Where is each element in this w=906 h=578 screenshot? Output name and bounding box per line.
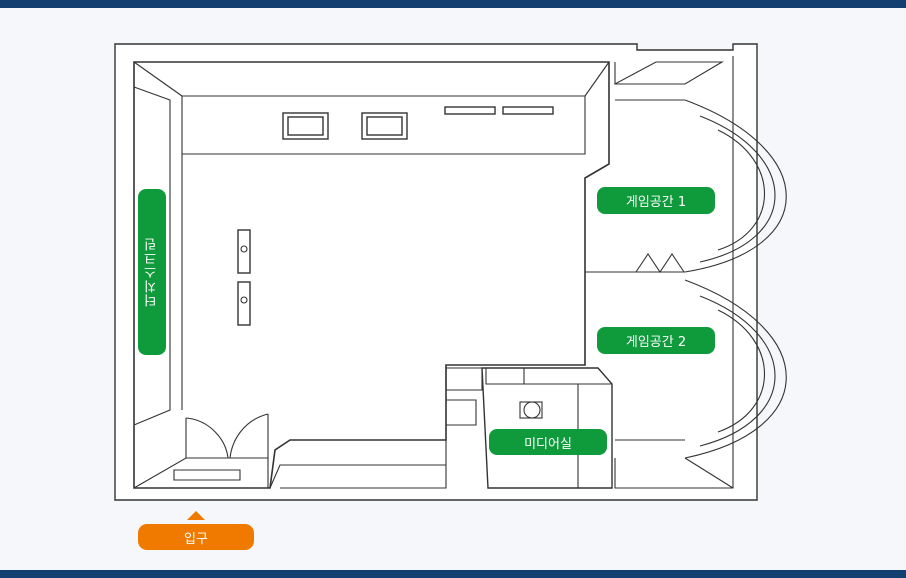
game-bay-1-inner xyxy=(717,129,765,251)
media-room-label: 미디어실 xyxy=(489,429,607,455)
game-bay-1-mid xyxy=(699,115,776,263)
game-area-top xyxy=(614,61,725,85)
game-bay-2-outer xyxy=(684,279,787,459)
game-space-2-label: 게임공간 2 xyxy=(597,327,715,354)
bottom-bar xyxy=(0,570,906,578)
window-1-inner xyxy=(287,116,324,136)
entrance-door-left xyxy=(185,417,229,459)
top-wall-band xyxy=(181,95,586,155)
window-2-inner xyxy=(366,116,403,136)
entrance-floor xyxy=(133,457,269,489)
stage-step xyxy=(269,439,447,489)
game-bay-2-mid xyxy=(699,295,776,447)
game-bay-2-inner xyxy=(717,309,765,433)
vent-2 xyxy=(502,106,554,115)
inner-wall xyxy=(133,61,610,489)
top-wall-diagonal xyxy=(133,61,183,97)
right-outer-wall xyxy=(614,56,734,489)
game-bay-1-outer xyxy=(684,99,787,273)
right-top-diagonal xyxy=(584,61,610,97)
device-2-dot xyxy=(240,296,248,304)
entrance-arrow-icon xyxy=(187,511,205,520)
game-zigzag xyxy=(635,253,685,273)
media-chair-back xyxy=(519,401,543,419)
touch-screen-panel xyxy=(133,86,171,426)
vent-1 xyxy=(444,106,496,115)
game-space-1-label: 게임공간 1 xyxy=(597,187,715,214)
device-1-dot xyxy=(240,245,248,253)
game-bay-2-exit xyxy=(684,457,734,489)
top-bar xyxy=(0,0,906,8)
entrance-label: 입구 xyxy=(138,524,254,550)
entrance-mat xyxy=(173,469,241,481)
step-block xyxy=(445,367,483,391)
outer-wall xyxy=(114,43,758,501)
touch-screen-label: 터치스크린 xyxy=(138,189,166,355)
entrance-door-right xyxy=(229,413,269,459)
step-block-2 xyxy=(446,399,477,426)
